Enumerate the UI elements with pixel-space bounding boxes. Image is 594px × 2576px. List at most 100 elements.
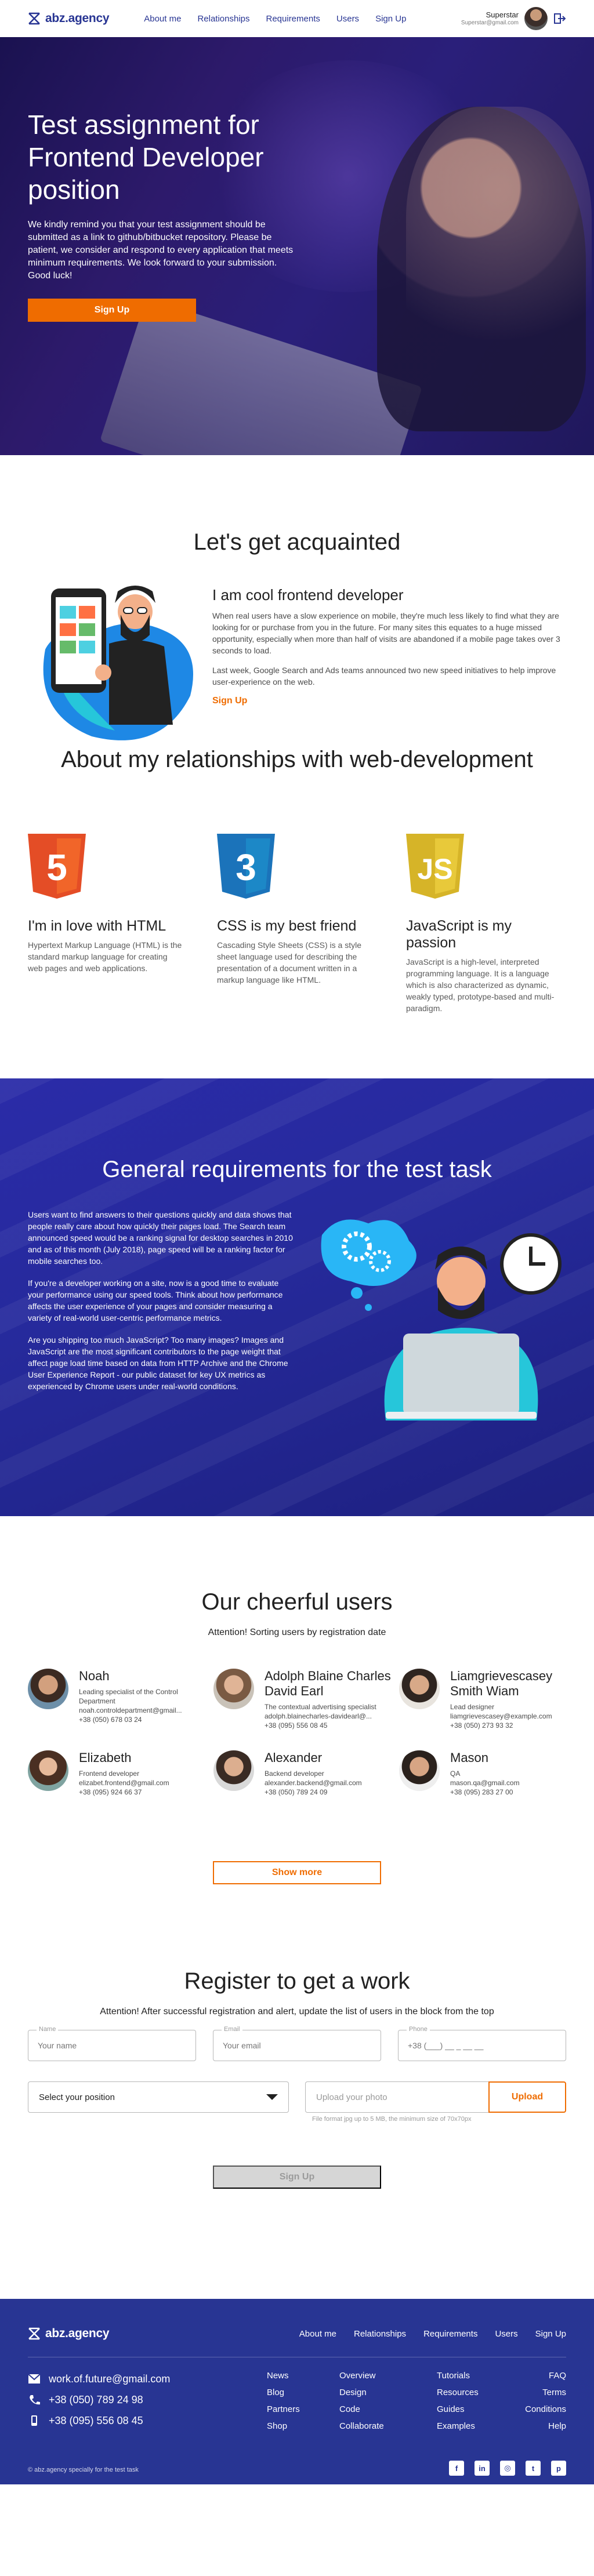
footer-link[interactable]: Help (548, 2421, 566, 2431)
footer-link[interactable]: FAQ (548, 2371, 566, 2381)
footer-link[interactable]: Code (339, 2404, 360, 2414)
user-email: alexander.backend@gmail.com (265, 1779, 362, 1787)
twitter-icon[interactable]: t (526, 2461, 541, 2476)
position-select[interactable]: Select your position (28, 2081, 289, 2113)
user-card: Liamgrievescasey Smith Wiam Lead designe… (399, 1669, 585, 1730)
footer-link[interactable]: Terms (542, 2388, 566, 2397)
logo-icon (28, 12, 40, 25)
avatar[interactable] (524, 7, 548, 30)
user-name: Superstar (486, 10, 519, 20)
footer-link[interactable]: Examples (437, 2421, 475, 2431)
footer-phone[interactable]: +38 (050) 789 24 98 (49, 2394, 143, 2406)
user-email: elizabet.frontend@gmail.com (79, 1779, 169, 1787)
user-phone: +38 (095) 556 08 45 (265, 1721, 328, 1730)
nav-users[interactable]: Users (336, 13, 360, 24)
footer-link[interactable]: News (267, 2371, 289, 2381)
phone-input[interactable] (399, 2030, 566, 2061)
user-position: The contextual advertising specialist (265, 1703, 376, 1711)
nav-relationships[interactable]: Relationships (197, 13, 250, 24)
js-icon: JS (406, 834, 464, 899)
email-label: Email (222, 2026, 242, 2033)
email-input[interactable] (213, 2030, 381, 2061)
footer-link[interactable]: Design (339, 2388, 367, 2397)
footer-logo[interactable]: abz.agency (28, 2327, 110, 2341)
footer-link[interactable]: Tutorials (437, 2371, 470, 2381)
register-submit-button[interactable]: Sign Up (213, 2166, 381, 2189)
site-footer: abz.agency About me Relationships Requir… (0, 2299, 594, 2484)
show-more-button[interactable]: Show more (213, 1861, 381, 1884)
requirements-title: General requirements for the test task (102, 1157, 492, 1182)
user-phone: +38 (095) 283 27 00 (450, 1788, 513, 1796)
user-card: Alexander Backend developer alexander.ba… (213, 1750, 399, 1797)
footer-nav-relationships[interactable]: Relationships (354, 2329, 407, 2339)
phone-label: Phone (407, 2026, 430, 2033)
hero-section: Test assignment for Frontend Developer p… (0, 37, 594, 455)
footer-links-column: Tutorials Resources Guides Examples (437, 2367, 479, 2435)
footer-nav: About me Relationships Requirements User… (299, 2329, 566, 2339)
logo[interactable]: abz.agency (28, 12, 110, 26)
social-links: f in ◎ t p (449, 2461, 566, 2476)
instagram-icon[interactable]: ◎ (500, 2461, 515, 2476)
upload-button[interactable]: Upload (488, 2081, 566, 2113)
user-avatar (399, 1750, 440, 1791)
footer-links-column: Overview Design Code Collaborate (339, 2367, 384, 2435)
linkedin-icon[interactable]: in (475, 2461, 490, 2476)
css3-icon: 3 (217, 834, 275, 899)
footer-link[interactable]: Overview (339, 2371, 376, 2381)
footer-link[interactable]: Resources (437, 2388, 479, 2397)
user-email: mason.qa@gmail.com (450, 1779, 520, 1787)
footer-link[interactable]: Blog (267, 2388, 285, 2397)
user-position: Backend developer (265, 1770, 324, 1778)
nav-signup[interactable]: Sign Up (375, 13, 407, 24)
phone-icon (30, 2395, 40, 2405)
sign-out-icon[interactable] (553, 12, 566, 25)
footer-link[interactable]: Collaborate (339, 2421, 384, 2431)
footer-link[interactable]: Guides (437, 2404, 465, 2414)
user-card: Elizabeth Frontend developer elizabet.fr… (28, 1750, 213, 1797)
footer-logo-text: abz.agency (45, 2327, 110, 2340)
footer-nav-signup[interactable]: Sign Up (535, 2329, 566, 2339)
user-position: Leading specialist of the Control Depart… (79, 1688, 178, 1705)
footer-nav-requirements[interactable]: Requirements (423, 2329, 478, 2339)
acquaint-signup-link[interactable]: Sign Up (212, 696, 248, 706)
user-email: noah.controldepartment@gmail... (79, 1706, 182, 1714)
users-subtitle: Attention! Sorting users by registration… (208, 1627, 386, 1637)
relationships-title: About my relationships with web-developm… (61, 747, 533, 772)
user-phone: +38 (050) 273 93 32 (450, 1721, 513, 1730)
upload-hint: File format jpg up to 5 MB, the minimum … (312, 2116, 472, 2123)
footer-phone[interactable]: +38 (095) 556 08 45 (49, 2415, 143, 2426)
footer-links-column: News Blog Partners Shop (267, 2367, 300, 2435)
hero-signup-button[interactable]: Sign Up (28, 299, 196, 322)
user-avatar (213, 1750, 254, 1791)
acquaint-title: Let's get acquainted (193, 529, 401, 555)
footer-nav-about[interactable]: About me (299, 2329, 336, 2339)
nav-about[interactable]: About me (144, 13, 182, 24)
footer-link[interactable]: Conditions (525, 2404, 566, 2414)
user-avatar (213, 1669, 254, 1709)
user-phone: +38 (095) 924 66 37 (79, 1788, 142, 1796)
pinterest-icon[interactable]: p (551, 2461, 566, 2476)
user-position: QA (450, 1770, 461, 1778)
logo-text: abz.agency (45, 12, 110, 25)
footer-link[interactable]: Partners (267, 2404, 300, 2414)
email-field: Email (213, 2026, 381, 2061)
html5-icon: 5 (28, 834, 86, 899)
user-card: Adolph Blaine Charles David Earl The con… (213, 1669, 399, 1730)
user-name: Alexander (265, 1750, 323, 1765)
photo-upload-field[interactable]: Upload your photo (305, 2081, 488, 2113)
nav-requirements[interactable]: Requirements (266, 13, 320, 24)
footer-nav-users[interactable]: Users (495, 2329, 518, 2339)
users-title: Our cheerful users (201, 1589, 393, 1615)
user-name: Adolph Blaine Charles David Earl (265, 1669, 391, 1698)
photo-upload: Upload your photo Upload (305, 2081, 566, 2113)
relationship-heading: JavaScript is my passion (406, 918, 512, 951)
name-field: Name (28, 2026, 196, 2061)
relationships-section: About my relationships with web-developm… (0, 745, 594, 1078)
footer-email[interactable]: work.of.future@gmail.com (49, 2373, 171, 2385)
facebook-icon[interactable]: f (449, 2461, 464, 2476)
user-card: Mason QA mason.qa@gmail.com +38 (095) 28… (399, 1750, 585, 1797)
footer-link[interactable]: Shop (267, 2421, 288, 2431)
footer-contacts: work.of.future@gmail.com +38 (050) 789 2… (28, 2368, 170, 2431)
name-input[interactable] (28, 2030, 195, 2061)
relationship-heading: CSS is my best friend (217, 918, 357, 934)
